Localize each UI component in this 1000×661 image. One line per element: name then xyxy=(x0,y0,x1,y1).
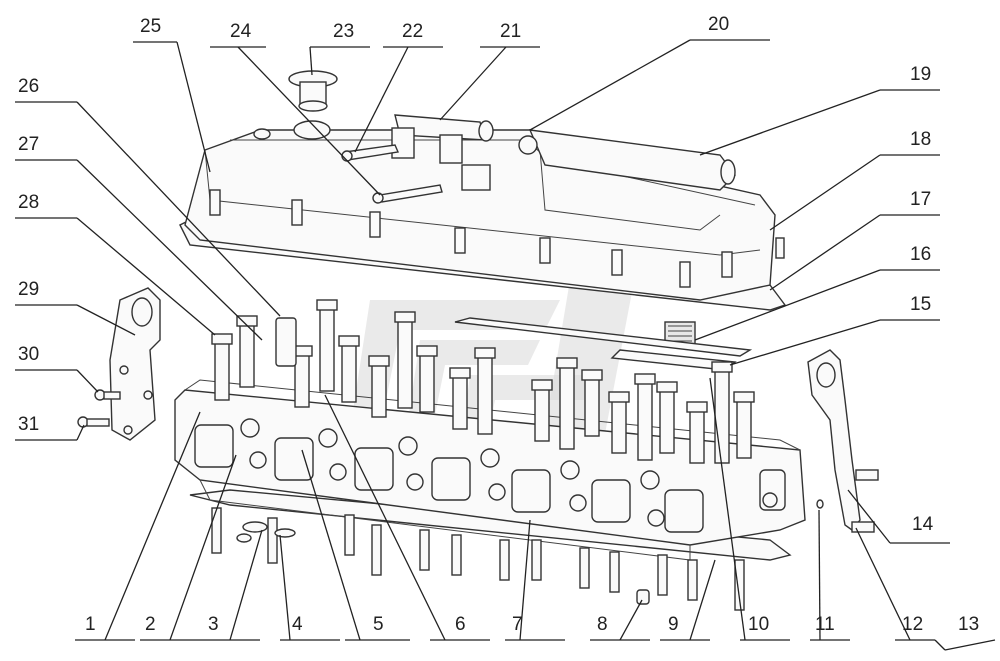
callout-1: 1 xyxy=(85,614,96,635)
callout-13: 13 xyxy=(958,614,979,635)
valve-cover-assembly xyxy=(179,70,787,371)
callout-11: 11 xyxy=(815,614,835,635)
callout-22: 22 xyxy=(402,21,423,42)
exhaust-ports xyxy=(194,424,704,533)
callout-18: 18 xyxy=(910,129,931,150)
callout-5: 5 xyxy=(373,614,384,635)
locating-studs xyxy=(211,507,745,611)
callout-21: 21 xyxy=(500,21,521,42)
injector-bores xyxy=(240,418,665,527)
callout-4: 4 xyxy=(292,614,303,635)
callout-labels: 1 2 3 4 5 6 7 8 9 10 11 12 13 14 15 16 1… xyxy=(18,14,979,635)
callout-28: 28 xyxy=(18,192,39,213)
callout-19: 19 xyxy=(910,64,931,85)
callout-31: 31 xyxy=(18,414,39,435)
callout-3: 3 xyxy=(208,614,219,635)
breather-fittings xyxy=(341,127,491,204)
cylinder-head xyxy=(174,379,806,561)
callout-16: 16 xyxy=(910,244,931,265)
callout-14: 14 xyxy=(912,514,934,535)
lifting-bracket-front xyxy=(77,287,161,441)
washers-and-seals xyxy=(236,499,824,605)
callout-26: 26 xyxy=(18,76,39,97)
cover-gasket-strip xyxy=(454,317,753,357)
callout-20: 20 xyxy=(708,14,729,35)
callout-6: 6 xyxy=(455,614,466,635)
callout-9: 9 xyxy=(668,614,679,635)
callout-29: 29 xyxy=(18,279,39,300)
callout-7: 7 xyxy=(512,614,523,635)
cover-bolts xyxy=(209,189,785,288)
leader-lines xyxy=(15,39,996,651)
callout-12: 12 xyxy=(902,614,923,635)
callout-23: 23 xyxy=(333,21,354,42)
callout-25: 25 xyxy=(140,16,161,37)
callout-15: 15 xyxy=(910,294,931,315)
callout-8: 8 xyxy=(597,614,608,635)
callout-27: 27 xyxy=(18,134,39,155)
callout-24: 24 xyxy=(230,21,252,42)
callout-2: 2 xyxy=(145,614,156,635)
callout-30: 30 xyxy=(18,344,39,365)
callout-17: 17 xyxy=(910,189,931,210)
callout-10: 10 xyxy=(748,614,769,635)
oil-filler-cap xyxy=(253,70,338,140)
lifting-bracket-rear xyxy=(807,349,879,533)
